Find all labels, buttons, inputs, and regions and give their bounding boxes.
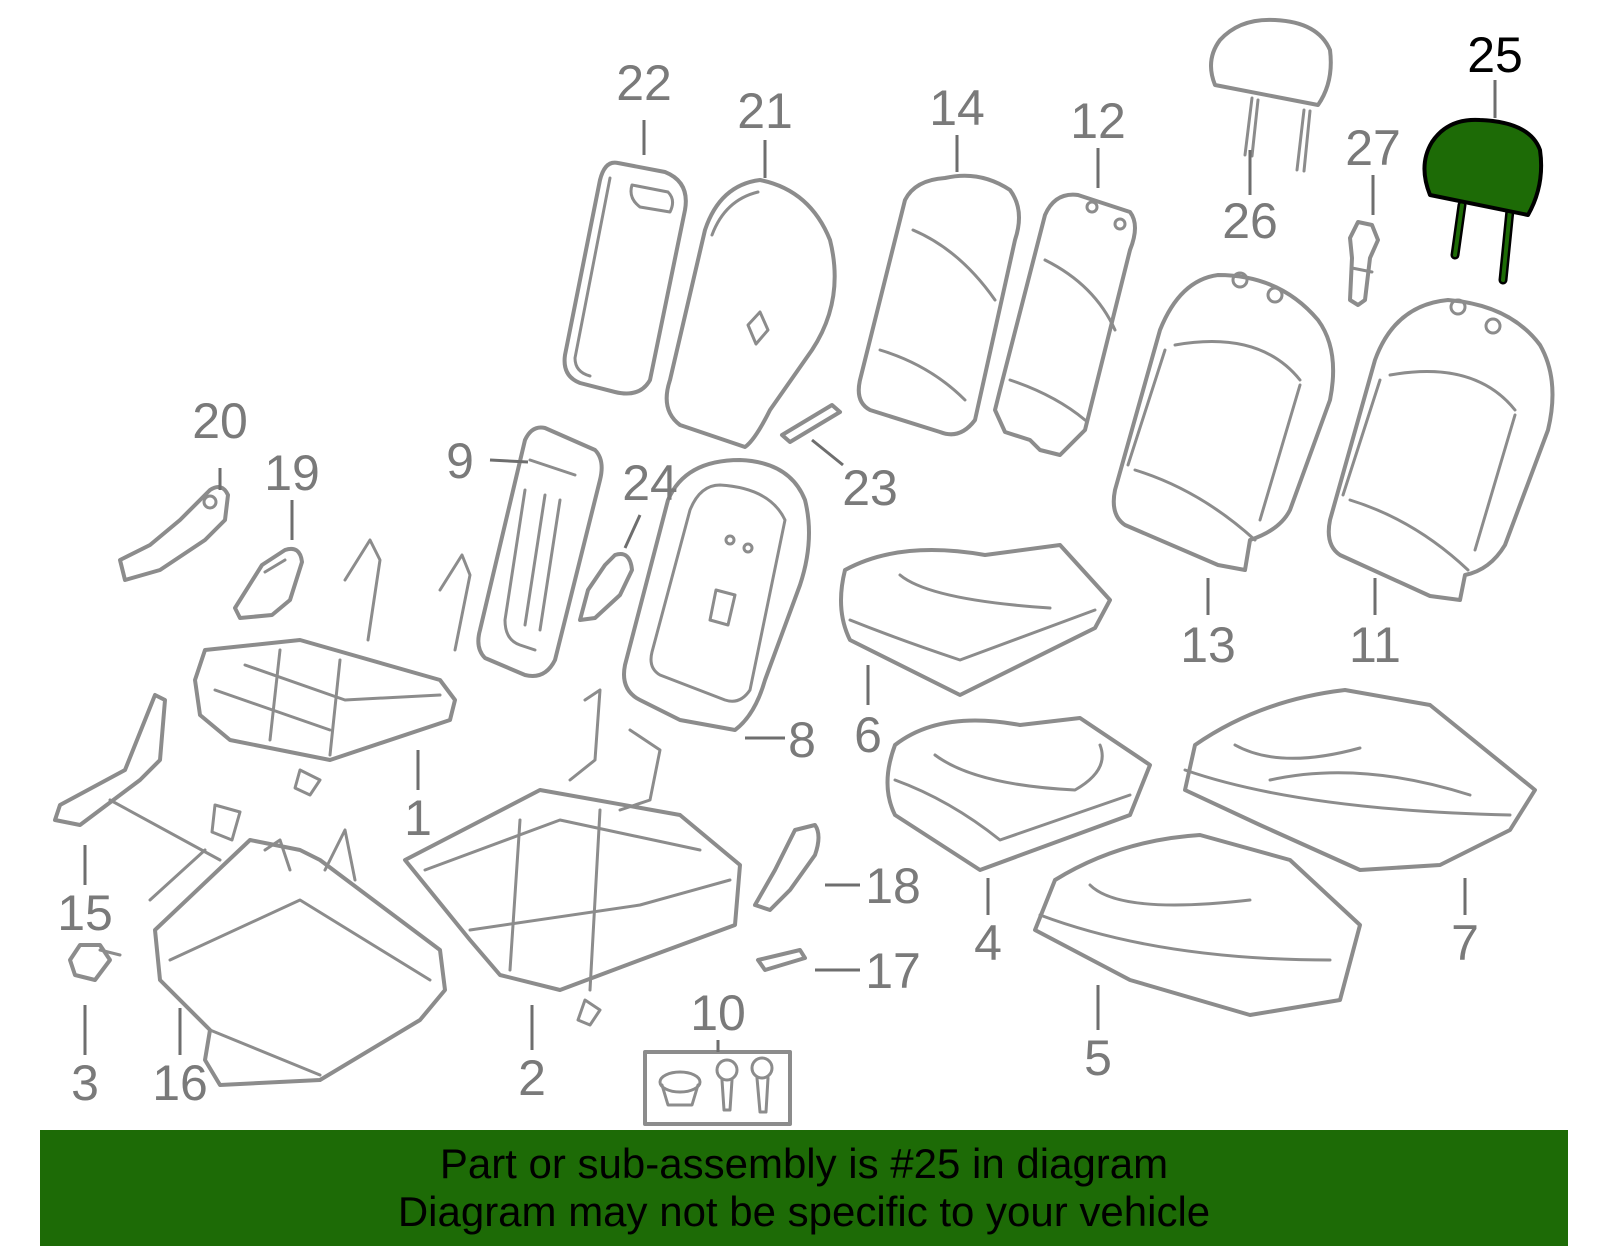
callout-27: 27: [1345, 120, 1401, 176]
callout-14: 14: [929, 80, 985, 136]
part-19-cover: [233, 546, 304, 620]
part-27-headrest-guide: [1348, 220, 1380, 307]
callout-13: 13: [1180, 617, 1236, 673]
callout-10: 10: [690, 985, 746, 1041]
part-23-clip: [780, 403, 842, 444]
part-17-strip: [756, 948, 807, 972]
part-5-seat-cushion: [1033, 833, 1362, 1017]
part-24-bracket: [578, 552, 634, 622]
part-8-backrest-frame: [622, 458, 811, 732]
part-16-seat-frame: [153, 828, 447, 1087]
callout-11: 11: [1349, 617, 1401, 673]
callout-8: 8: [788, 712, 816, 768]
part-13-seat-back: [1111, 271, 1336, 572]
callout-4: 4: [974, 915, 1002, 971]
caption-banner: Part or sub-assembly is #25 in diagram D…: [40, 1130, 1568, 1246]
part-25-headrest-highlighted: [1422, 117, 1544, 285]
part-15-rail: [53, 693, 242, 902]
callout-numbers: 22 21 14 12 26 25 27 23 20 19 9 24 8 1 1…: [57, 27, 1523, 1111]
caption-part-note: Part or sub-assembly is #25 in diagram: [439, 1140, 1169, 1187]
part-20-bracket: [118, 484, 230, 582]
part-18-cover: [753, 823, 821, 912]
part-14-backrest-cushion: [856, 173, 1021, 437]
callout-3: 3: [71, 1055, 99, 1111]
caption-disclaimer: Diagram may not be specific to your vehi…: [397, 1188, 1211, 1235]
callout-1: 1: [404, 790, 432, 846]
part-3-clip: [68, 943, 122, 982]
part-12-backrest-cushion: [993, 192, 1137, 457]
callout-22: 22: [616, 55, 672, 111]
part-21-backrest-pad: [664, 178, 837, 449]
part-10-hardware-kit: [643, 1050, 792, 1126]
callout-21: 21: [737, 83, 793, 139]
callout-5: 5: [1084, 1030, 1112, 1086]
part-2-seat-frame: [403, 688, 742, 1027]
callout-17: 17: [865, 943, 921, 999]
callout-15: 15: [57, 885, 113, 941]
part-11-seat-back: [1326, 298, 1555, 602]
callout-12: 12: [1070, 93, 1126, 149]
part-26-headrest: [1209, 17, 1333, 173]
callout-24: 24: [622, 455, 678, 511]
callout-2: 2: [518, 1050, 546, 1106]
callout-6: 6: [854, 707, 882, 763]
part-6-seat-cushion: [839, 543, 1112, 697]
leader-lines: [83, 80, 1497, 1055]
part-1-seat-frame: [193, 538, 472, 797]
callout-26: 26: [1222, 193, 1278, 249]
part-4-seat-cushion: [885, 716, 1152, 872]
part-7-seat-cushion: [1183, 688, 1537, 872]
callout-16: 16: [152, 1055, 208, 1111]
callout-23: 23: [842, 460, 898, 516]
callout-9: 9: [446, 433, 474, 489]
callout-7: 7: [1451, 915, 1479, 971]
callout-20: 20: [192, 393, 248, 449]
callout-19: 19: [264, 445, 320, 501]
callout-18: 18: [865, 858, 921, 914]
part-9-side-panel: [476, 425, 604, 678]
callout-25: 25: [1467, 27, 1523, 83]
part-22-armrest-cover: [562, 160, 688, 396]
